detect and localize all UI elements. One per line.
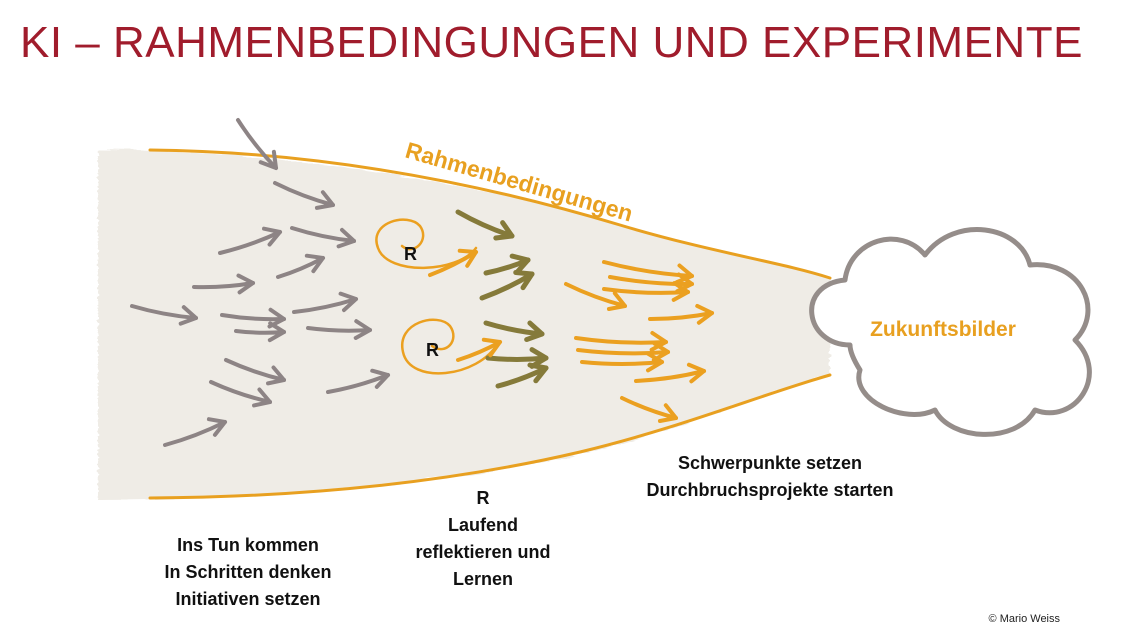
- grey-arrow: [163, 417, 227, 447]
- grey-arrow: [224, 358, 286, 386]
- olive-arrow: [455, 209, 515, 241]
- caption-left: Ins Tun kommen In Schritten denken Initi…: [128, 532, 368, 613]
- orange-arrow: [576, 341, 670, 363]
- orange-arrow-group: [428, 248, 714, 424]
- page-title: KI – RAHMENBEDINGUNGEN UND EXPERIMENTE: [20, 18, 1083, 67]
- reflection-spiral-top: [375, 218, 478, 270]
- orange-arrow: [648, 303, 714, 325]
- caption-middle-line: R: [476, 488, 490, 508]
- grey-arrow-group: [130, 118, 390, 447]
- orange-arrow: [602, 281, 690, 302]
- caption-middle: R Laufend reflektieren und Lernen: [383, 485, 583, 593]
- frame-bottom-line: [148, 373, 832, 500]
- cloud-label: Zukunftsbilder: [870, 318, 1016, 341]
- caption-left-line: Ins Tun kommen: [177, 535, 319, 555]
- grey-arrow: [192, 273, 255, 295]
- orange-arrow: [564, 282, 627, 311]
- grey-arrow: [273, 181, 335, 210]
- reflection-marker-top: R: [404, 244, 417, 264]
- grey-arrow: [306, 319, 372, 340]
- reflection-spiral-bottom: [401, 318, 500, 375]
- reflection-marker-bottom: R: [426, 340, 439, 360]
- orange-arrow: [456, 337, 502, 362]
- caption-middle-line: reflektieren und: [415, 542, 551, 562]
- olive-arrow: [483, 320, 545, 343]
- olive-arrow-group: [455, 209, 549, 389]
- caption-middle-line: Laufend: [448, 515, 518, 535]
- olive-arrow: [479, 269, 535, 301]
- grey-arrow: [236, 118, 278, 170]
- caption-right: Schwerpunkte setzen Durchbruchsprojekte …: [610, 450, 930, 504]
- orange-arrow: [428, 248, 478, 277]
- orange-arrow: [574, 330, 668, 352]
- funnel-shape: [98, 150, 830, 500]
- copyright-note: © Mario Weiss: [988, 613, 1060, 625]
- olive-arrow: [483, 253, 531, 276]
- olive-arrow: [485, 347, 549, 369]
- caption-middle-line: Lernen: [452, 569, 513, 589]
- orange-arrow: [580, 351, 664, 373]
- caption-left-line: Initiativen setzen: [175, 589, 321, 609]
- caption-right-line: Schwerpunkte setzen: [677, 453, 863, 473]
- frame-top-line: [148, 148, 832, 280]
- orange-arrow: [620, 396, 678, 424]
- grey-arrow: [218, 226, 282, 255]
- grey-arrow: [276, 253, 325, 279]
- grey-arrow: [130, 304, 198, 326]
- caption-left-line: In Schritten denken: [164, 562, 332, 582]
- olive-arrow: [495, 362, 549, 389]
- grey-arrow: [290, 226, 356, 249]
- grey-arrow: [209, 380, 272, 408]
- grey-arrow: [326, 368, 390, 394]
- grey-arrow: [292, 291, 358, 314]
- cloud-shape: [809, 227, 1092, 437]
- caption-right-line: Durchbruchsprojekte starten: [646, 480, 894, 500]
- grey-arrow: [234, 321, 286, 343]
- orange-arrow: [634, 362, 706, 384]
